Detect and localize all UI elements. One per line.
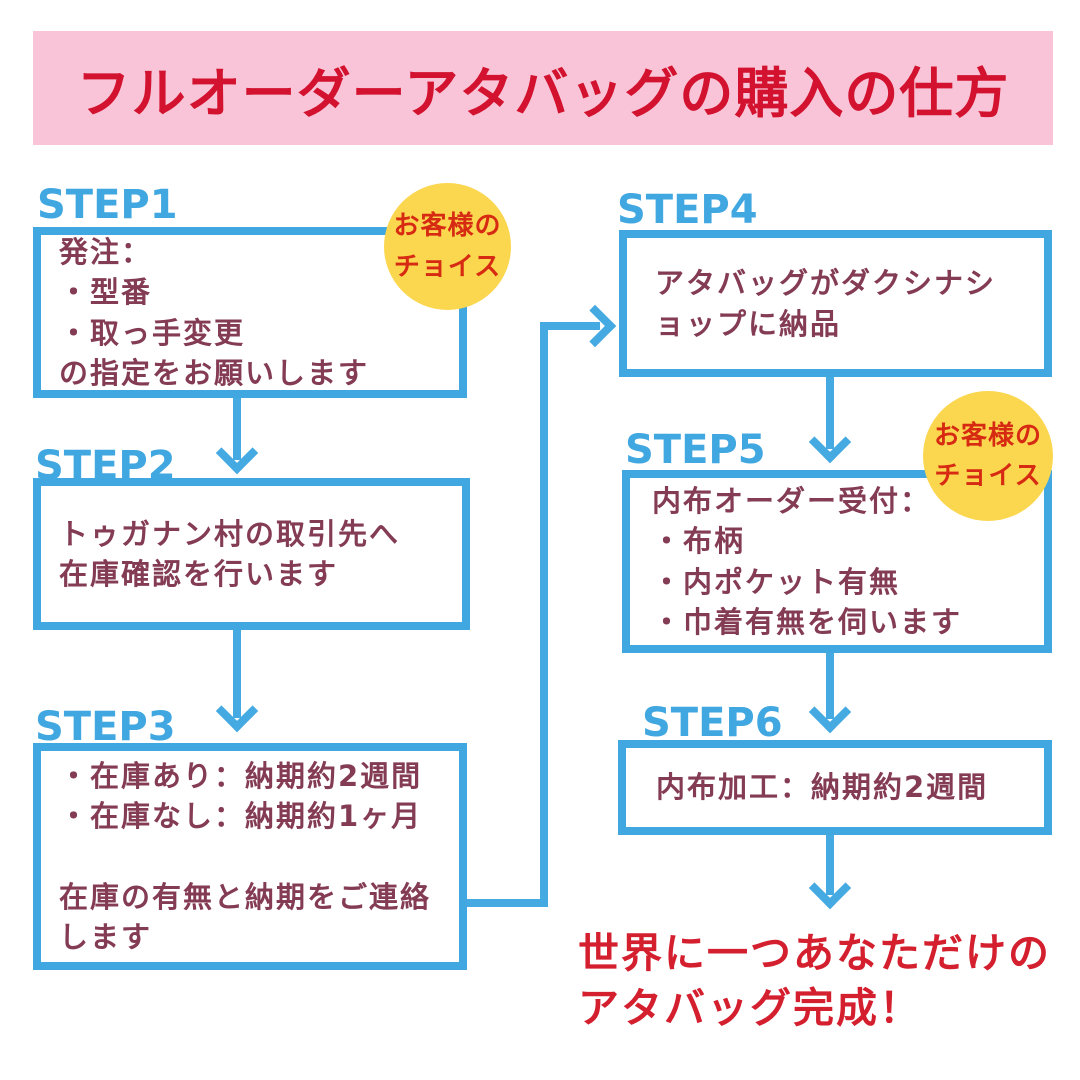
step4-text: アタバッグがダクシナシ ョップに納品 [655,266,997,341]
customer-choice-badge-step5: お客様の チョイス [923,391,1053,521]
arrow-step6-final-line [826,835,834,895]
arrow-step4-step5-head-icon [808,420,852,464]
arrow-step6-final-head-icon [808,866,852,910]
step4-box: アタバッグがダクシナシ ョップに納品 [619,230,1052,377]
arrow-step2-step3-line [233,630,241,718]
step2-text: トゥガナン村の取引先へ 在庫確認を行います [59,516,401,591]
step1-text: 発注： ・型番 ・取っ手変更 の指定をお願いします [59,235,370,390]
arrow-step3-step4-head-icon [573,304,617,348]
customer-choice-badge-step1: お客様の チョイス [384,183,511,310]
page-title: フルオーダーアタバッグの購入の仕方 [76,61,1010,125]
step5-text: 内布オーダー受付： ・布柄 ・内ポケット有無 ・巾着有無を伺います [652,484,963,639]
connector-step3-step4-vertical [540,322,548,907]
title-banner: フルオーダーアタバッグの購入の仕方 [33,31,1053,145]
step3-text: ・在庫あり：納期約2週間 ・在庫なし：納期約1ヶ月 在庫の有無と納期をご連絡 し… [59,759,432,954]
step6-text: 内布加工：納期約2週間 [656,770,989,805]
step4-label: STEP4 [617,187,758,233]
arrow-step5-step6-head-icon [808,690,852,734]
step3-label: STEP3 [35,704,176,750]
arrow-step1-step2-head-icon [215,431,259,475]
arrow-step2-step3-head-icon [215,689,259,733]
arrow-step5-step6-line [826,653,834,719]
step5-label: STEP5 [625,427,766,473]
step2-box: トゥガナン村の取引先へ 在庫確認を行います [33,478,470,630]
step1-label: STEP1 [37,182,178,228]
connector-step3-horizontal [467,899,545,907]
arrow-step1-step2-line [233,398,241,460]
step6-label: STEP6 [642,700,783,746]
connector-step4-horizontal [540,322,600,330]
step3-box: ・在庫あり：納期約2週間 ・在庫なし：納期約1ヶ月 在庫の有無と納期をご連絡 し… [33,743,467,970]
arrow-step4-step5-line [826,377,834,449]
step6-box: 内布加工：納期約2週間 [618,740,1052,835]
final-message: 世界に一つあなただけの アタバッグ完成！ [578,929,1051,1032]
